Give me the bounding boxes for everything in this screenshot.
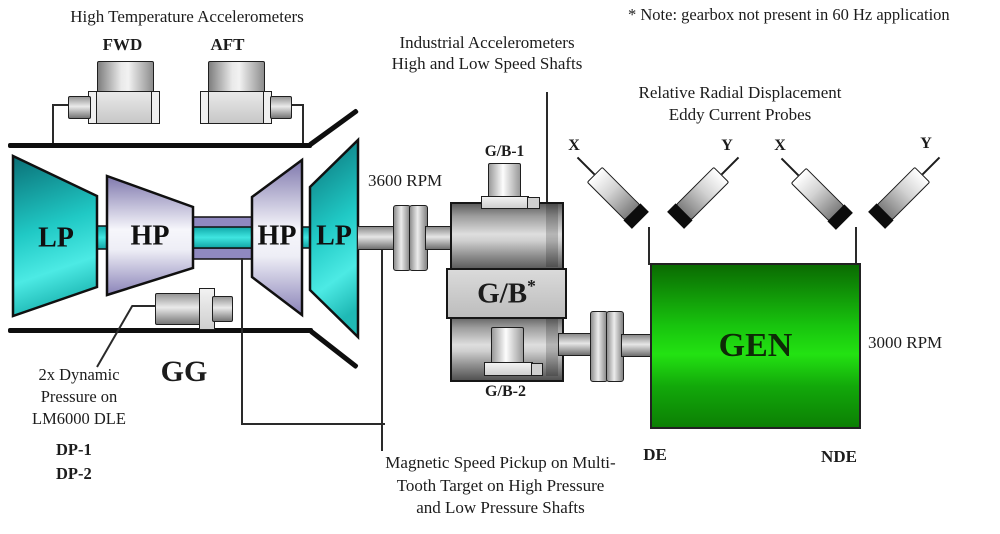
gb2-mount-plate [484, 362, 533, 376]
eddy-probe-x-nde-icon [773, 150, 855, 232]
nde-probe-plane-line [855, 227, 857, 265]
turbine-spools-graphic: LP HP HP LP [11, 137, 360, 340]
industrial-accels-line1: Industrial Accelerometers [399, 33, 575, 52]
gb1-accelerometer-icon [488, 163, 521, 199]
gearbox-output-shaft [558, 333, 593, 356]
gearbox-upper-drum [450, 202, 564, 273]
dyn-press-line2: Pressure on [40, 387, 118, 406]
hp-compressor-label: HP [131, 221, 170, 252]
gb2-label: G/B-2 [485, 383, 526, 400]
eddy-probe-y-nde-icon [866, 149, 948, 231]
center-shaft-outer-bottom [192, 247, 253, 260]
aft-flange-left [201, 92, 209, 123]
industrial-accels-callout-text: Industrial Accelerometers High and Low S… [377, 32, 597, 74]
eddy-probe-callout-text: Relative Radial Displacement Eddy Curren… [622, 82, 858, 126]
dynamic-pressure-callout-text: 2x Dynamic Pressure on LM6000 DLE [22, 364, 136, 430]
magnetic-line2: Tooth Target on High Pressure [396, 475, 605, 495]
gearbox-label: G/B* [477, 276, 536, 311]
lp-output-shaft [357, 226, 396, 250]
concentric-center-shaft [192, 216, 253, 260]
speed-pickup-line-horizontal [241, 423, 385, 425]
probe-lead-line [720, 156, 740, 176]
gb2-mount-block [531, 363, 543, 376]
speed-pickup-line-output-shaft [381, 250, 383, 451]
gb1-mount-plate [481, 196, 529, 209]
dyn-press-line1: 2x Dynamic [38, 365, 120, 384]
fwd-flange-right [151, 92, 159, 123]
lp-turbine-shape [308, 137, 360, 340]
lp-compressor-label: LP [38, 223, 74, 254]
dp1-label: DP-1 [56, 440, 92, 459]
fwd-flange-left [89, 92, 97, 123]
gg-label: GG [160, 355, 208, 388]
fwd-connector-icon [68, 96, 91, 119]
eddy-probe-x-de-icon [569, 149, 651, 231]
magnetic-line3: and Low Pressure Shafts [416, 498, 585, 517]
casing-bottom-line [8, 328, 313, 333]
aft-flange-right [263, 92, 271, 123]
industrial-accels-line2: High and Low Speed Shafts [391, 54, 583, 73]
generator-box: GEN [650, 263, 861, 429]
probe-lead-line [921, 156, 941, 176]
gb1-label: G/B-1 [484, 143, 525, 160]
hp-turbine-shape [250, 157, 304, 318]
probe-y-nde-label: Y [920, 135, 932, 152]
generator-label: GEN [718, 327, 793, 364]
gearbox-note: * Note: gearbox not present in 60 Hz app… [628, 5, 950, 24]
lp-turbine-label: LP [316, 221, 352, 252]
aft-label: AFT [210, 35, 245, 54]
center-shaft-core [192, 226, 253, 249]
casing-top-line [8, 143, 312, 148]
gearbox-center-band: G/B* [446, 268, 567, 319]
fwd-wire-vertical [52, 104, 54, 145]
dynamic-pressure-sensor-icon [155, 293, 202, 325]
probe-y-de-label: Y [721, 137, 733, 154]
fwd-accelerometer-icon [97, 61, 154, 93]
gearbox-upper-endcap [546, 204, 558, 267]
fwd-accelerometer-base [88, 91, 160, 124]
aft-wire-horizontal [290, 104, 304, 106]
hp-turbine-label: HP [258, 221, 297, 252]
gearbox-lower-endcap [546, 316, 558, 376]
gb2-accelerometer-icon [491, 327, 524, 365]
rpm-3600-label: 3600 RPM [368, 171, 443, 190]
probe-x-de-label: X [568, 137, 580, 154]
gearbox-label-text: G/B [477, 277, 528, 310]
aft-wire-vertical [302, 104, 304, 145]
lp-compressor-shape [11, 154, 99, 318]
eddy-probe-y-de-icon [665, 149, 747, 231]
fwd-label: FWD [102, 35, 143, 54]
probe-lead-line [780, 157, 800, 177]
dynamic-pressure-connector [212, 296, 233, 322]
gearbox-asterisk: * [527, 276, 536, 297]
eddy-line1: Relative Radial Displacement [638, 83, 842, 102]
magnetic-line1: Magnetic Speed Pickup on Multi- [385, 453, 616, 472]
dyn-press-line3: LM6000 DLE [32, 409, 126, 428]
rpm-3000-label: 3000 RPM [868, 333, 943, 352]
probe-lead-line [576, 156, 596, 176]
nde-label: NDE [821, 447, 857, 466]
probe-x-nde-label: X [774, 137, 786, 154]
de-label: DE [643, 445, 667, 464]
dynamic-pressure-lead-horizontal [132, 305, 156, 307]
speed-pickup-line-center-shaft [241, 258, 243, 425]
industrial-accels-callout-line [546, 92, 548, 203]
high-temp-accels-title: High Temperature Accelerometers [70, 7, 304, 26]
gb1-mount-block [527, 197, 540, 209]
aft-connector-icon [270, 96, 292, 119]
generator-input-shaft [621, 334, 653, 357]
de-probe-plane-line [648, 227, 650, 265]
aft-accelerometer-icon [208, 61, 265, 93]
eddy-line2: Eddy Current Probes [668, 105, 812, 124]
magnetic-pickup-callout-text: Magnetic Speed Pickup on Multi- Tooth Ta… [358, 452, 643, 520]
hp-compressor-shape [105, 174, 195, 297]
dp2-label: DP-2 [56, 464, 92, 483]
fwd-wire-horizontal [52, 104, 69, 106]
